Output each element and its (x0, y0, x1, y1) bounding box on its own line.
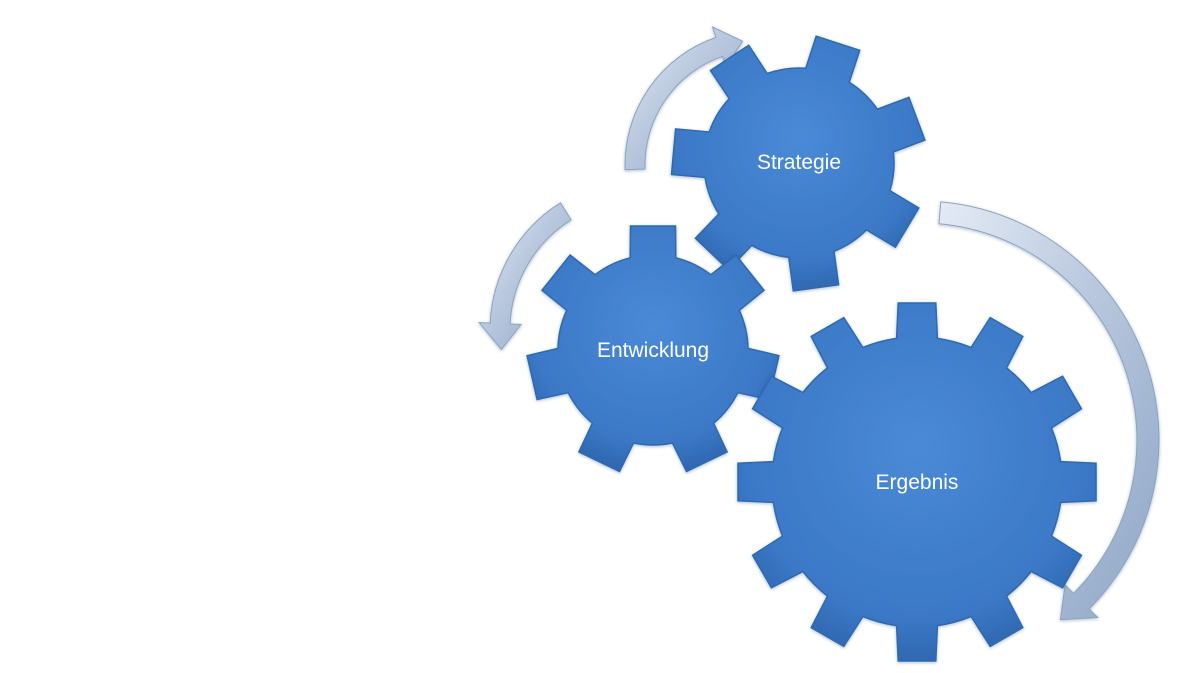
arrows-layer (478, 26, 1160, 621)
arrow-strategie (624, 26, 744, 171)
gear-strategie-shape (670, 35, 926, 292)
gear-entwicklung-shape (526, 225, 780, 473)
gear-ergebnis-label: Ergebnis (876, 471, 959, 494)
arrow-ergebnis (938, 201, 1160, 621)
gear-entwicklung: Entwicklung (526, 225, 780, 473)
gear-strategie-label: Strategie (757, 151, 841, 174)
gear-strategie: Strategie (670, 35, 926, 292)
gear-ergebnis-shape (737, 302, 1097, 662)
gear-entwicklung-label: Entwicklung (597, 339, 709, 362)
gear-ergebnis: Ergebnis (737, 302, 1097, 662)
arrow-entwicklung (478, 202, 572, 351)
